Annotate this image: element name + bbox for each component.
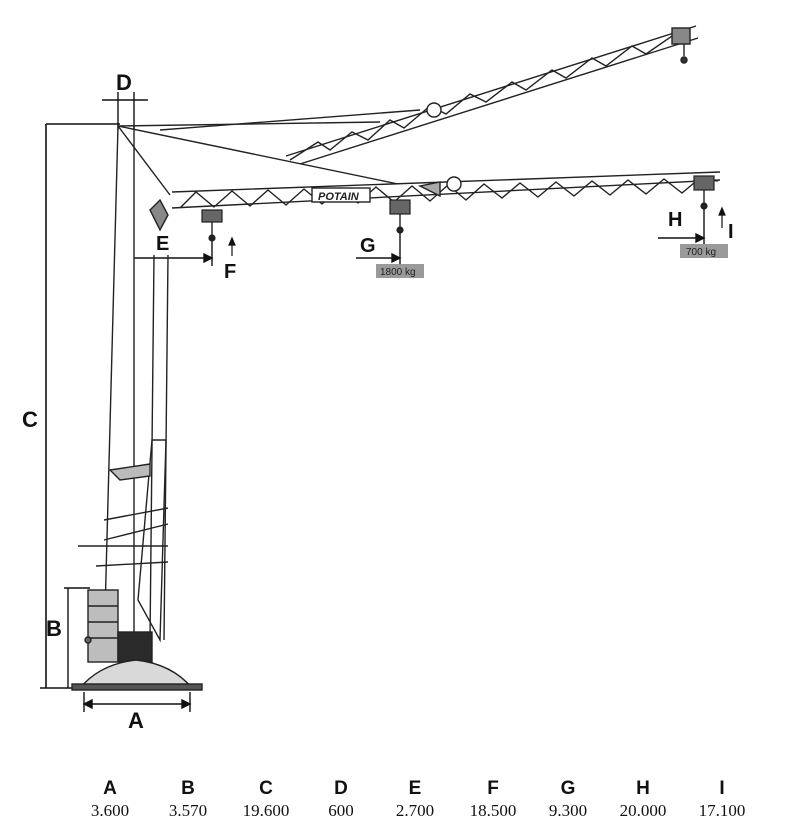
spec-col-e: E 2.700 bbox=[375, 778, 455, 822]
spec-col-g: G 9.300 bbox=[528, 778, 608, 822]
jib-brand-text: POTAIN bbox=[318, 191, 360, 203]
spec-col-f: F 18.500 bbox=[453, 778, 533, 822]
spec-value: 3.570 bbox=[168, 801, 208, 820]
spec-col-c: C 19.600 bbox=[226, 778, 306, 822]
spec-col-b: B 3.570 bbox=[148, 778, 228, 822]
horizontal-jib bbox=[117, 125, 721, 209]
spec-letter: B bbox=[181, 778, 195, 799]
dimension-e bbox=[134, 240, 214, 266]
dimension-f bbox=[228, 236, 236, 256]
spec-value: 19.600 bbox=[242, 801, 290, 820]
load-tip-text: 700 kg bbox=[686, 247, 716, 258]
label-g: G bbox=[360, 235, 376, 257]
label-h: H bbox=[668, 209, 682, 231]
spec-letter: E bbox=[408, 778, 422, 799]
crane-diagram: C B A D E F bbox=[22, 25, 734, 733]
label-e: E bbox=[156, 233, 169, 255]
spec-letter: H bbox=[636, 778, 650, 799]
spec-value: 3.600 bbox=[90, 801, 130, 820]
label-b: B bbox=[46, 616, 62, 641]
spec-letter: D bbox=[334, 778, 348, 799]
spec-col-i: I 17.100 bbox=[682, 778, 762, 822]
trolley-mid bbox=[389, 199, 411, 234]
spec-letter: I bbox=[719, 778, 725, 799]
dimension-i bbox=[718, 206, 726, 228]
dimension-b bbox=[64, 587, 90, 688]
load-mid-text: 1800 kg bbox=[380, 267, 416, 278]
spec-table: A 3.600 B 3.570 C 19.600 D 600 E 2.700 F… bbox=[70, 778, 770, 828]
spec-value: 600 bbox=[328, 801, 354, 820]
label-i: I bbox=[728, 221, 734, 243]
dimension-a bbox=[82, 692, 192, 712]
load-badge-mid bbox=[376, 264, 424, 278]
spec-value: 9.300 bbox=[548, 801, 588, 820]
raised-jib bbox=[117, 25, 699, 165]
trolley-tip bbox=[693, 175, 715, 210]
label-c: C bbox=[22, 407, 38, 432]
trolley-near bbox=[201, 209, 223, 242]
spec-col-h: H 20.000 bbox=[603, 778, 683, 822]
label-d: D bbox=[116, 70, 132, 95]
label-f: F bbox=[224, 261, 236, 283]
crane-base bbox=[71, 589, 203, 691]
spec-value: 2.700 bbox=[395, 801, 435, 820]
spec-col-a: A 3.600 bbox=[70, 778, 150, 822]
spec-letter: F bbox=[487, 778, 499, 799]
spec-value: 17.100 bbox=[698, 801, 746, 820]
label-a: A bbox=[128, 708, 144, 733]
spec-letter: G bbox=[560, 778, 576, 799]
dimension-d bbox=[102, 92, 148, 130]
crane-mast bbox=[78, 125, 171, 680]
spec-letter: C bbox=[259, 778, 273, 799]
spec-value: 18.500 bbox=[469, 801, 517, 820]
load-badge-tip bbox=[680, 244, 728, 258]
dimension-g bbox=[356, 232, 402, 264]
spec-value: 20.000 bbox=[619, 801, 667, 820]
spec-col-d: D 600 bbox=[301, 778, 381, 822]
dimension-h bbox=[658, 208, 706, 244]
spec-letter: A bbox=[103, 778, 117, 799]
